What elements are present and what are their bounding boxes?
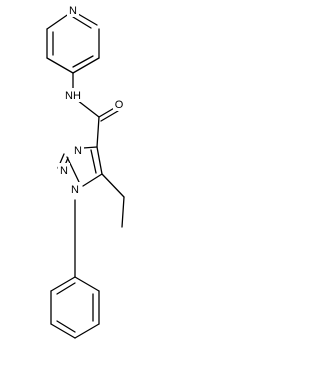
- bond: [76, 99, 100, 118]
- triazole-n2-label: N: [60, 165, 68, 177]
- bond: [74, 323, 100, 339]
- structure-svg: N NH O N N N: [46, 3, 125, 339]
- bond: [82, 173, 103, 187]
- carbonyl-oxygen-label: O: [115, 99, 124, 111]
- pyridine-nitrogen-label: N: [69, 5, 77, 17]
- pyridine-ring: [46, 10, 100, 74]
- amide-nh-label: NH: [65, 90, 81, 102]
- bond: [96, 146, 103, 175]
- bond: [90, 149, 97, 174]
- bond: [56, 282, 76, 295]
- triazole-n3-label: N: [74, 145, 82, 157]
- triazole-n1-label: N: [71, 184, 79, 196]
- bond: [72, 16, 92, 29]
- bond: [82, 146, 98, 149]
- bond: [72, 55, 94, 68]
- bond: [50, 276, 76, 292]
- bond: [72, 57, 100, 74]
- bond: [101, 173, 125, 198]
- bond: [46, 57, 74, 74]
- bond: [121, 196, 125, 228]
- bond: [50, 323, 76, 339]
- molecule-diagram: N NH O N N N: [0, 0, 147, 365]
- amide-group: [72, 72, 119, 148]
- bond: [100, 110, 119, 122]
- bond: [74, 276, 100, 292]
- bond: [96, 116, 100, 148]
- bond: [56, 320, 76, 333]
- phenyl-ring: [50, 199, 100, 339]
- bond: [66, 156, 80, 183]
- atom-labels: N NH O N N N: [58, 3, 125, 196]
- ethyl-group: [101, 173, 125, 228]
